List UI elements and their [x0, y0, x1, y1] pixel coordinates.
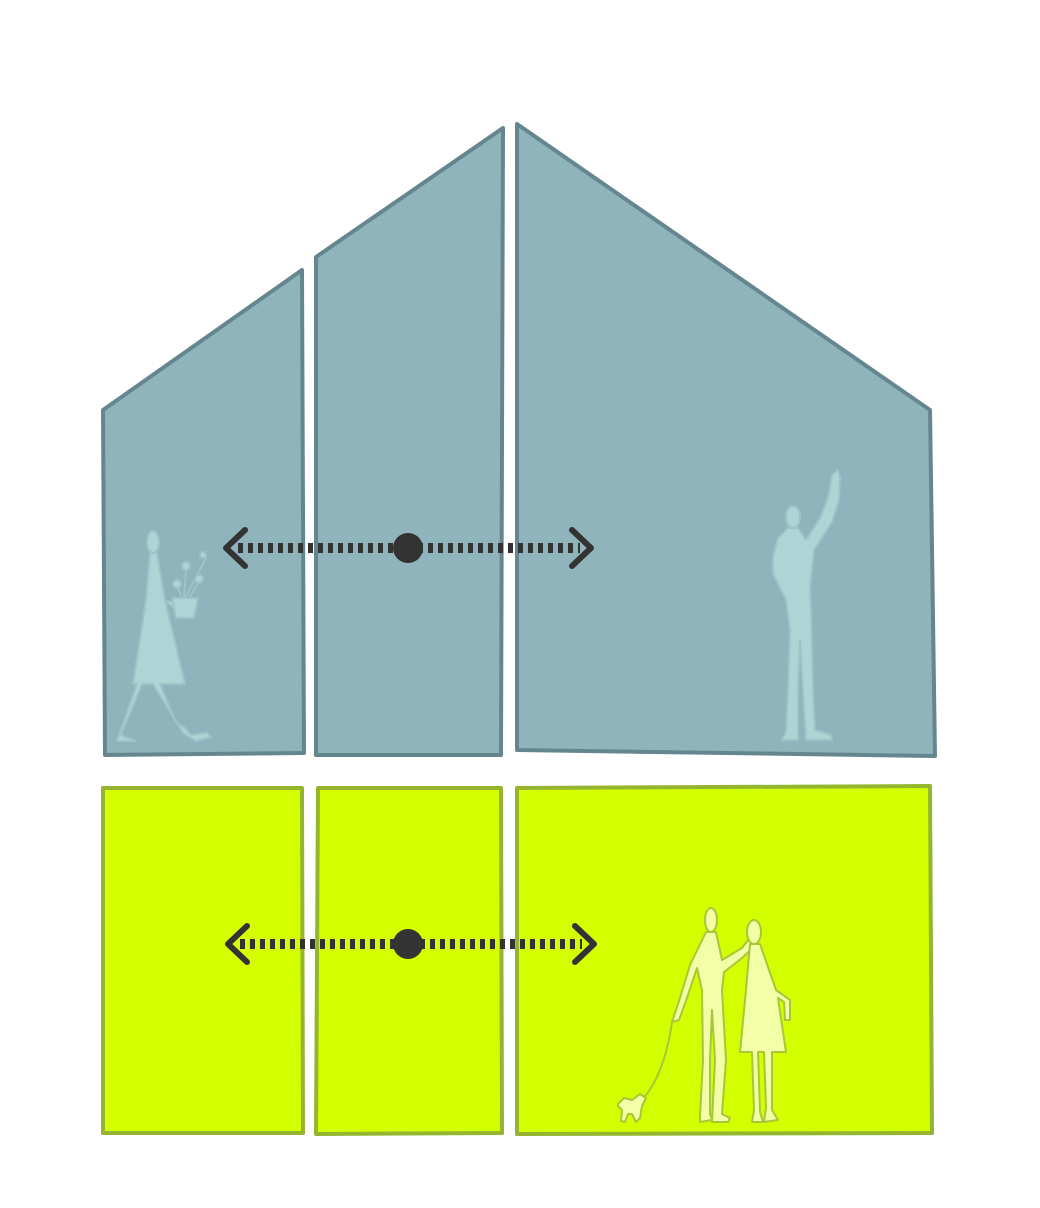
lower-level: [101, 784, 934, 1136]
woman-with-plant-icon: [116, 530, 212, 742]
couple-icon: [671, 907, 791, 1123]
upper-panel-right: [515, 122, 937, 758]
upper-level: [101, 122, 937, 758]
dog-icon: [617, 1021, 673, 1123]
lower-panel-middle: [314, 786, 504, 1136]
waving-person-icon: [772, 469, 841, 741]
lower-double-arrow-icon: [225, 923, 597, 965]
upper-panel-middle: [314, 126, 505, 757]
lower-panel-left: [101, 786, 305, 1135]
upper-double-arrow-icon: [223, 527, 594, 569]
